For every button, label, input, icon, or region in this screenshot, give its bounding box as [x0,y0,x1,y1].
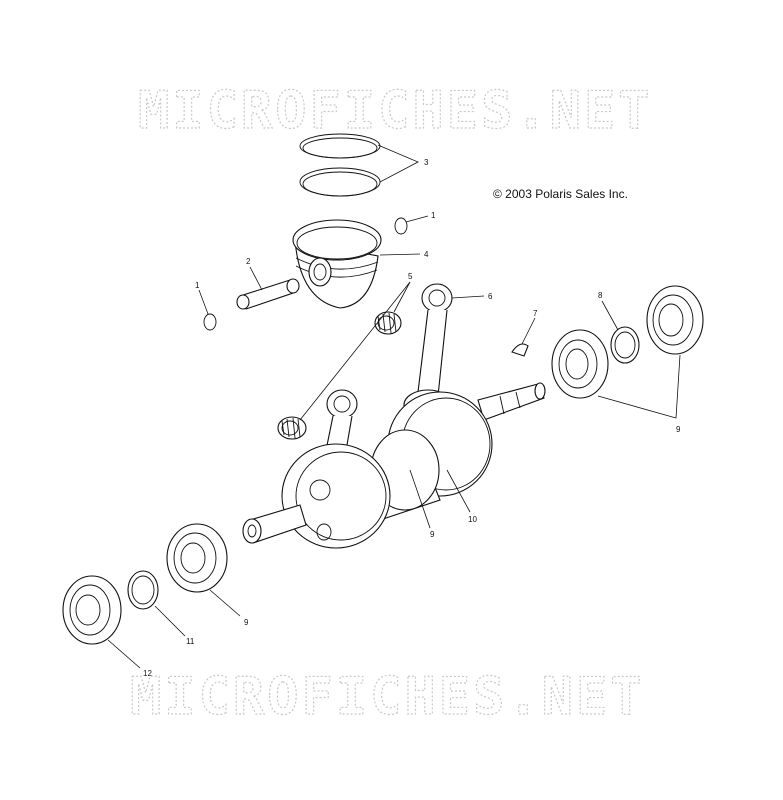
callout-4: 4 [424,250,429,259]
callout-1-lower: 1 [195,281,200,290]
callout-1-upper: 1 [431,211,436,220]
crankshaft [242,382,546,549]
leader-lines [107,144,681,669]
callout-7: 7 [533,309,538,318]
callout-3: 3 [424,158,429,167]
callout-9-center: 9 [430,530,435,539]
spacer-ring-left [127,570,159,610]
callout-5: 5 [408,272,413,281]
piston [292,219,382,309]
woodruff-key [511,343,529,357]
needle-bearing-lower [277,416,307,440]
copyright-notice: © 2003 Polaris Sales Inc. [493,187,628,201]
callout-6: 6 [488,292,493,301]
callout-11: 11 [186,637,195,646]
circlip-upper [394,217,408,235]
piston-rings [299,133,381,197]
callout-9-right: 9 [676,425,681,434]
wrist-pin [236,278,300,310]
watermark-top: MICROFICHES.NET [138,81,653,141]
callout-9-left: 9 [244,618,249,627]
callout-12: 12 [143,669,152,678]
bearing-right [551,329,609,399]
seal-left [62,575,122,645]
bearing-left [166,523,228,593]
callout-8: 8 [598,291,603,300]
callout-10: 10 [468,515,477,524]
seal-right [646,285,704,355]
callout-2: 2 [246,257,251,266]
needle-bearing-upper [374,311,402,335]
spacer-ring-right [610,326,640,364]
watermark-bottom: MICROFICHES.NET [130,667,645,727]
circlip-lower [203,313,217,331]
